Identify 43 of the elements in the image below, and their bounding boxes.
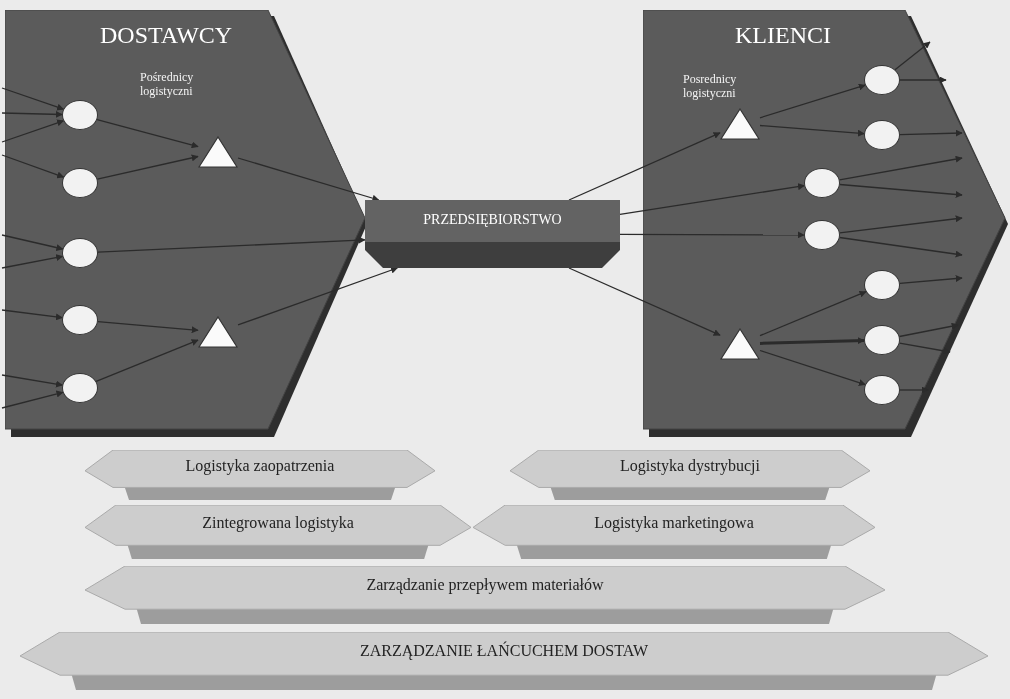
arrow: [899, 275, 963, 285]
panel-subtitle: Posrednicy logistyczni: [683, 72, 738, 100]
panel-subtitle: Pośrednicy logistyczni: [140, 70, 195, 98]
arrow: [1, 119, 65, 143]
arrow: [96, 154, 199, 180]
arrow: [568, 132, 721, 201]
panel-title: KLIENCI: [735, 22, 831, 49]
arrow: [568, 267, 721, 336]
triangle-node: [198, 316, 238, 348]
arrow: [759, 124, 865, 137]
arrow: [619, 183, 805, 215]
arrow: [759, 349, 866, 386]
arrow: [759, 337, 865, 345]
arrow: [97, 236, 366, 253]
arrow: [839, 215, 963, 234]
arrow: [1, 390, 64, 409]
arrow: [759, 83, 866, 119]
arrow: [96, 118, 199, 149]
arrow: [1, 254, 64, 269]
triangle-node: [720, 108, 760, 140]
triangle-node: [198, 136, 238, 168]
arrow: [237, 157, 380, 202]
arrow: [839, 236, 963, 258]
arrow: [97, 320, 199, 334]
arrow: [838, 155, 963, 181]
arrow: [899, 129, 963, 137]
arrow: [899, 76, 947, 84]
arrow: [759, 290, 867, 337]
arrow: [898, 342, 951, 355]
arrow: [894, 41, 931, 71]
arrow: [1, 110, 63, 118]
arrow: [1, 87, 65, 111]
arrow: [237, 266, 398, 326]
arrow: [95, 339, 199, 383]
arrow: [1, 309, 63, 321]
arrow: [1, 374, 63, 388]
process-box: PRZEDSIĘBIORSTWO: [365, 200, 620, 268]
arrow: [839, 183, 963, 198]
arrow: [1, 234, 64, 251]
triangle-node: [720, 328, 760, 360]
arrow: [619, 231, 805, 239]
panel-title: DOSTAWCY: [100, 22, 233, 49]
arrow: [1, 154, 65, 179]
